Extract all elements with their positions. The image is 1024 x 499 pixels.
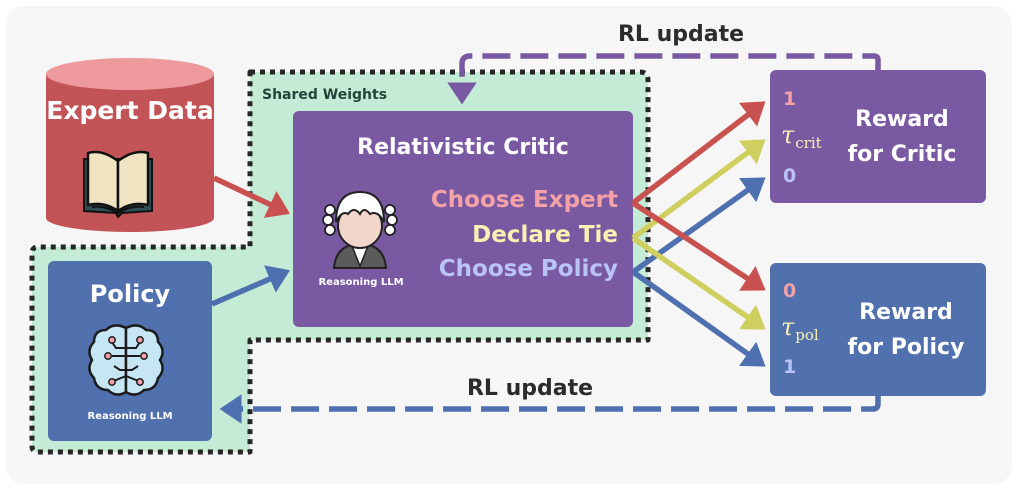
- reward-policy-value-tie: τpol: [781, 313, 819, 344]
- policy-to-reward-critic-arrow: [631, 177, 766, 275]
- reward-policy-value-policy: 1: [783, 356, 797, 378]
- reward-critic-value-tie: τcrit: [781, 121, 822, 152]
- policy-title: Policy: [89, 280, 171, 308]
- reward-policy-title-line2: for Policy: [847, 335, 965, 360]
- policy-to-reward-policy-arrow: [631, 269, 766, 367]
- reward-critic-title-line2: for Critic: [847, 142, 957, 167]
- rl-update-critic-arrow: [447, 53, 881, 105]
- declare-tie-label: Declare Tie: [472, 222, 618, 248]
- choose-policy-label: Choose Policy: [438, 256, 618, 282]
- reward-critic-value-policy: 0: [783, 165, 797, 187]
- tau-symbol: τ: [781, 313, 795, 341]
- tau-subscript: pol: [795, 326, 819, 344]
- tie-to-reward-critic-arrow: [631, 139, 766, 241]
- tau-subscript: crit: [795, 134, 822, 152]
- tie-to-reward-policy-arrow: [631, 235, 766, 330]
- reward-critic-value-expert: 1: [783, 88, 797, 110]
- expert-to-reward-policy-arrow: [631, 200, 766, 291]
- reward-policy-value-expert: 0: [783, 280, 797, 302]
- judge-icon: [322, 190, 398, 269]
- expert-to-critic-arrow: [212, 175, 290, 218]
- reward-policy-title-line1: Reward: [859, 300, 953, 325]
- brain-icon: [88, 324, 164, 396]
- expert-to-reward-critic-arrow: [631, 101, 766, 206]
- critic-title: Relativistic Critic: [357, 135, 569, 160]
- expert-data-title: Expert Data: [46, 96, 214, 125]
- shared-weights-label: Shared Weights: [262, 87, 388, 103]
- tau-symbol: τ: [781, 121, 795, 149]
- relativistic-critic-box: [293, 111, 633, 327]
- rl-update-top-label: RL update: [617, 22, 745, 47]
- critic-icon-caption: Reasoning LLM: [318, 277, 404, 288]
- reward-critic-title-line1: Reward: [855, 107, 949, 132]
- reward-critic-box: [770, 70, 986, 203]
- reward-policy-box: [770, 263, 986, 396]
- open-book-icon: [83, 150, 153, 219]
- policy-to-critic-arrow: [210, 265, 291, 307]
- rl-update-policy-arrow: [219, 394, 881, 424]
- rl-update-bottom-label: RL update: [466, 376, 594, 401]
- policy-icon-caption: Reasoning LLM: [87, 411, 173, 422]
- choose-expert-label: Choose Expert: [430, 187, 618, 213]
